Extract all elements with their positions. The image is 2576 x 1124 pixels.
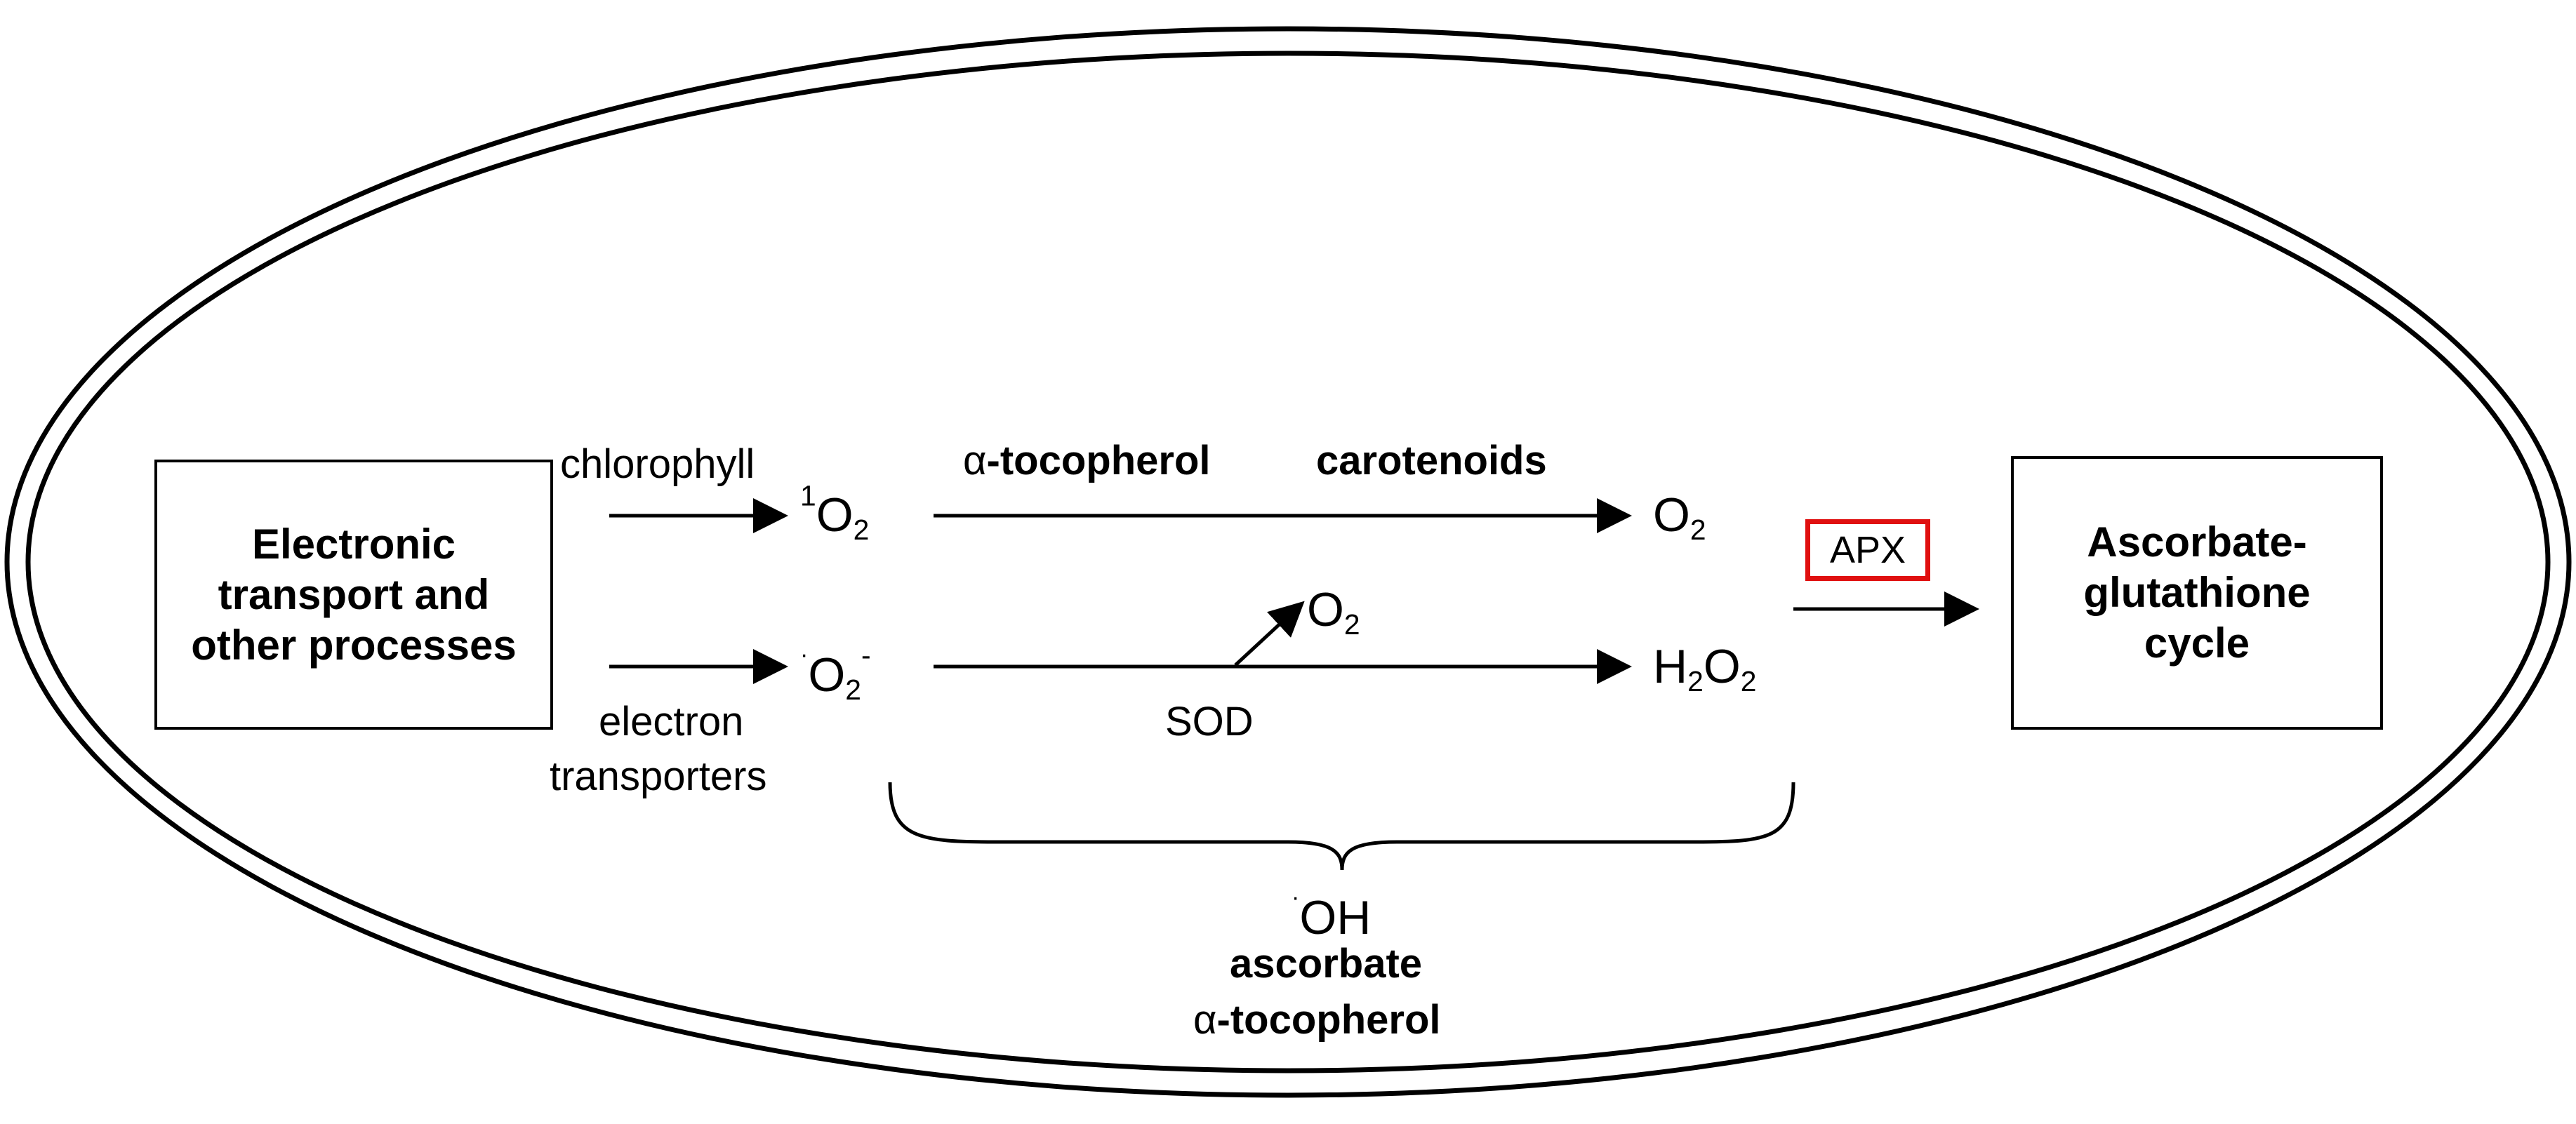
electronic-transport-box: Electronic transport and other processes — [154, 460, 553, 730]
species-o2-product: O2 — [1653, 488, 1706, 544]
alpha-glyph-bottom: α — [1193, 997, 1217, 1043]
alpha-glyph: α — [963, 438, 987, 483]
ascorbate-glutathione-box: Ascorbate- glutathione cycle — [2011, 456, 2383, 730]
superoxide-subscript: 2 — [845, 674, 861, 707]
singlet-o: O — [816, 488, 854, 542]
cell-inner-membrane — [25, 51, 2551, 1073]
source-line-3: other processes — [191, 621, 517, 669]
label-ascorbate: ascorbate — [1230, 941, 1423, 986]
h2o2-o: O — [1703, 640, 1741, 693]
species-singlet-oxygen: 1O2 — [800, 481, 869, 544]
o2-sod-subscript: 2 — [1343, 608, 1360, 641]
label-transporters: transporters — [550, 754, 767, 799]
label-alpha-tocopherol-bottom: α-tocopherol — [1193, 1000, 1441, 1041]
h2o2-h-subscript: 2 — [1687, 665, 1704, 698]
superoxide-charge: - — [861, 639, 871, 672]
o2-sod-o: O — [1307, 583, 1344, 636]
cycle-line-2: glutathione — [2083, 569, 2311, 616]
source-line-2: transport and — [218, 570, 490, 618]
o2-product-o: O — [1653, 488, 1690, 542]
curly-brace — [888, 782, 1795, 871]
singlet-subscript: 2 — [853, 514, 870, 547]
superoxide-o: O — [808, 648, 846, 702]
h2o2-h: H — [1653, 640, 1688, 693]
o2-product-subscript: 2 — [1689, 514, 1706, 547]
label-alpha-tocopherol-top: α-tocopherol — [963, 441, 1211, 481]
cycle-line-3: cycle — [2144, 620, 2250, 667]
singlet-superscript: 1 — [800, 479, 816, 512]
hydroxyl-oh: OH — [1299, 890, 1372, 944]
label-electron: electron — [599, 699, 744, 744]
cell-outer-membrane — [4, 26, 2572, 1098]
label-carotenoids: carotenoids — [1316, 438, 1547, 483]
apx-highlight-box: APX — [1805, 519, 1930, 581]
tocopherol-text-bottom: -tocopherol — [1216, 997, 1441, 1043]
species-h2o2: H2O2 — [1653, 640, 1756, 696]
h2o2-o-subscript: 2 — [1740, 665, 1757, 698]
tocopherol-text: -tocopherol — [986, 438, 1211, 483]
hydroxyl-radical-dot: · — [1292, 884, 1300, 911]
superoxide-radical-dot: · — [800, 641, 809, 668]
species-hydroxyl: ·OH — [1292, 885, 1371, 942]
label-sod: SOD — [1165, 699, 1254, 744]
cycle-line-1: Ascorbate- — [2087, 518, 2307, 566]
label-chlorophyll: chlorophyll — [560, 441, 755, 487]
label-apx: APX — [1829, 529, 1906, 571]
arrow-sod-branch — [1234, 601, 1305, 667]
source-line-1: Electronic — [251, 520, 456, 568]
species-o2-sod: O2 — [1307, 583, 1360, 639]
species-superoxide: ·O2- — [800, 641, 871, 704]
